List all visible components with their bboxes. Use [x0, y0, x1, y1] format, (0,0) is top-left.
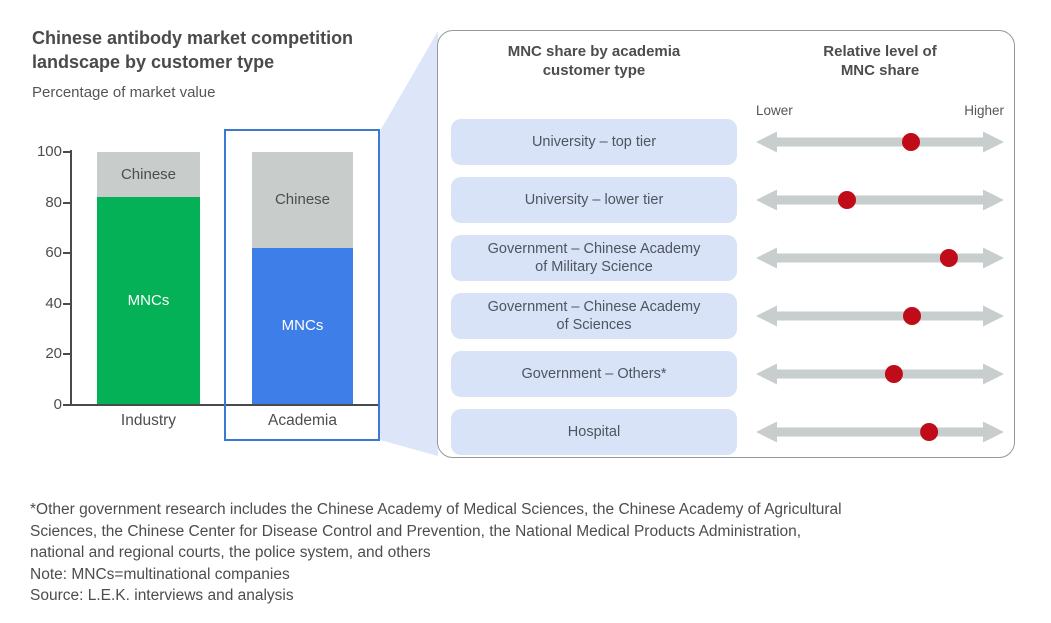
bar-segment-academia-chinese: Chinese — [252, 152, 353, 248]
share-range-arrow — [756, 244, 1004, 272]
y-tick-mark — [63, 252, 71, 254]
mnc-share-dot — [903, 307, 921, 325]
share-range-arrow — [756, 302, 1004, 330]
mnc-share-dot — [939, 249, 958, 267]
y-tick-label: 0 — [53, 396, 62, 413]
bar-segment-industry-chinese: Chinese — [97, 152, 200, 198]
customer-type-box: University – top tier — [451, 119, 737, 165]
chart-subtitle: Percentage of market value — [32, 84, 216, 101]
y-tick-label: 60 — [45, 244, 62, 261]
y-tick-mark — [63, 303, 71, 305]
share-range-arrow — [756, 186, 1004, 214]
share-range-arrow — [756, 128, 1004, 156]
customer-type-row: Government – Others* — [451, 351, 1004, 397]
bar-segment-industry-mncs: MNCs — [97, 197, 200, 404]
customer-type-row: Hospital — [451, 409, 1004, 455]
customer-type-box: Government – Others* — [451, 351, 737, 397]
y-tick-mark — [63, 353, 71, 355]
footnote-source: Source: L.E.K. interviews and analysis — [30, 587, 294, 604]
footnote-other-government: *Other government research includes the … — [30, 501, 842, 561]
y-tick-mark — [63, 202, 71, 204]
panel-header-customer-type: MNC share by academia customer type — [507, 43, 681, 79]
customer-type-row: Government – Chinese Academy of Sciences — [451, 293, 1004, 339]
footnotes: *Other government research includes the … — [30, 499, 1030, 607]
customer-type-row: Government – Chinese Academy of Military… — [451, 235, 1004, 281]
share-range-arrow — [756, 418, 1004, 446]
customer-type-box: Government – Chinese Academy of Sciences — [451, 293, 737, 339]
mnc-share-dot — [884, 365, 903, 383]
scale-label-lower: Lower — [756, 103, 793, 118]
customer-type-box: Government – Chinese Academy of Military… — [451, 235, 737, 281]
x-category-label-industry: Industry — [120, 412, 177, 429]
customer-type-row: University – lower tier — [451, 177, 1004, 223]
customer-type-row: University – top tier — [451, 119, 1004, 165]
customer-type-box: University – lower tier — [451, 177, 737, 223]
mnc-share-dot — [902, 133, 920, 151]
page-title: Chinese antibody market competition land… — [32, 28, 354, 72]
bar-segment-label: MNCs — [281, 317, 324, 335]
double-arrow-icon — [756, 131, 1004, 153]
scale-labels: Lower Higher — [756, 103, 1004, 118]
bar-segment-label: Chinese — [274, 191, 331, 209]
y-tick-mark — [63, 151, 71, 153]
bar-segment-academia-mncs: MNCs — [252, 247, 353, 404]
y-axis-line — [70, 150, 72, 406]
mnc-share-dot — [920, 423, 939, 441]
customer-type-box: Hospital — [451, 409, 737, 455]
scale-label-higher: Higher — [964, 103, 1004, 118]
share-range-arrow — [756, 360, 1004, 388]
double-arrow-icon — [756, 305, 1004, 327]
double-arrow-icon — [756, 421, 1004, 443]
double-arrow-icon — [756, 189, 1004, 211]
y-tick-label: 80 — [45, 194, 62, 211]
footnote-note: Note: MNCs=multinational companies — [30, 565, 290, 583]
y-tick-label: 40 — [45, 295, 62, 312]
mnc-share-panel: MNC share by academia customer type Rela… — [437, 30, 1015, 458]
bar-segment-label: MNCs — [127, 292, 170, 310]
panel-header-relative-level: Relative level of MNC share — [823, 43, 937, 79]
academia-highlight-box — [224, 129, 380, 441]
x-category-label-academia: Academia — [268, 412, 337, 429]
y-tick-label: 20 — [45, 345, 62, 362]
mnc-share-dot — [838, 191, 856, 209]
y-tick-label: 100 — [36, 143, 62, 160]
bar-segment-label: Chinese — [120, 166, 177, 184]
double-arrow-icon — [756, 363, 1004, 385]
double-arrow-icon — [756, 247, 1004, 269]
